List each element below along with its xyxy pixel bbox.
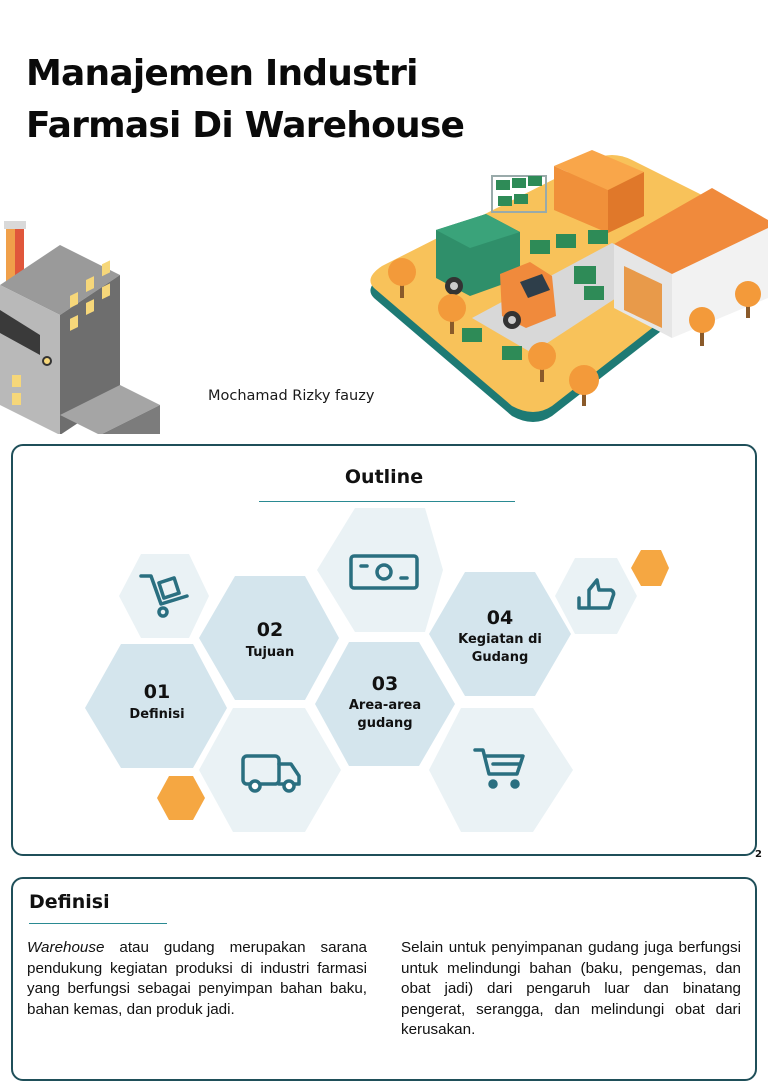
- shopping-cart-icon: [473, 748, 525, 789]
- orange-hex-right: [631, 550, 669, 586]
- orange-hex-left: [157, 776, 205, 820]
- cover-slide: Manajemen Industri Farmasi Di Warehouse: [0, 0, 768, 434]
- hex-truck: [199, 708, 341, 832]
- hand-truck-icon: [139, 574, 189, 618]
- item-03-label-line2: gudang: [357, 716, 412, 731]
- definition-right-paragraph: Selain untuk penyimpanan gudang juga ber…: [401, 939, 741, 1038]
- item-03-number: 03: [372, 673, 398, 695]
- hex-thumbs-up: [555, 558, 637, 634]
- item-02-label: Tujuan: [246, 645, 294, 660]
- money-icon: [349, 554, 419, 590]
- definition-left-text: atau gudang merupakan sarana pendukung k…: [27, 939, 367, 1018]
- outline-slide: Outline: [11, 444, 757, 856]
- item-04-label-line1: Kegiatan di: [458, 632, 542, 647]
- outline-hex-grid: 01 Definisi 02 Tujuan 03 Area-area gudan…: [85, 508, 669, 832]
- page-number: 2: [755, 849, 762, 860]
- hex-item-03: [315, 642, 455, 766]
- factory-illustration: [0, 221, 160, 434]
- definition-left-paragraph: Warehouse atau gudang merupakan sarana p…: [27, 938, 367, 1020]
- item-03-label-line1: Area-area: [349, 698, 421, 713]
- item-02-number: 02: [257, 619, 283, 641]
- item-04-label-line2: Gudang: [472, 650, 529, 665]
- definition-term: Warehouse: [27, 939, 105, 956]
- hex-item-02: [199, 576, 339, 700]
- truck-icon: [241, 754, 301, 793]
- definition-slide: Definisi Warehouse atau gudang merupakan…: [11, 877, 757, 1081]
- outline-title: Outline: [344, 466, 424, 488]
- hex-money: [317, 508, 443, 632]
- item-04-number: 04: [487, 607, 513, 629]
- item-01-label: Definisi: [129, 707, 184, 722]
- definition-title: Definisi: [29, 891, 110, 913]
- cover-title-line2: Farmasi Di Warehouse: [26, 105, 465, 146]
- warehouse-illustration: [370, 150, 768, 422]
- item-01-number: 01: [144, 681, 170, 703]
- definition-title-underline: [29, 923, 167, 924]
- hex-item-01: [85, 644, 227, 768]
- cover-title: Manajemen Industri Farmasi Di Warehouse: [26, 48, 465, 152]
- hex-cart: [429, 708, 573, 832]
- outline-title-underline: [259, 501, 515, 502]
- thumbs-up-icon: [577, 578, 616, 610]
- hex-item-04: [429, 572, 571, 696]
- cover-title-line1: Manajemen Industri: [26, 53, 418, 94]
- author-name: Mochamad Rizky fauzy: [208, 388, 375, 404]
